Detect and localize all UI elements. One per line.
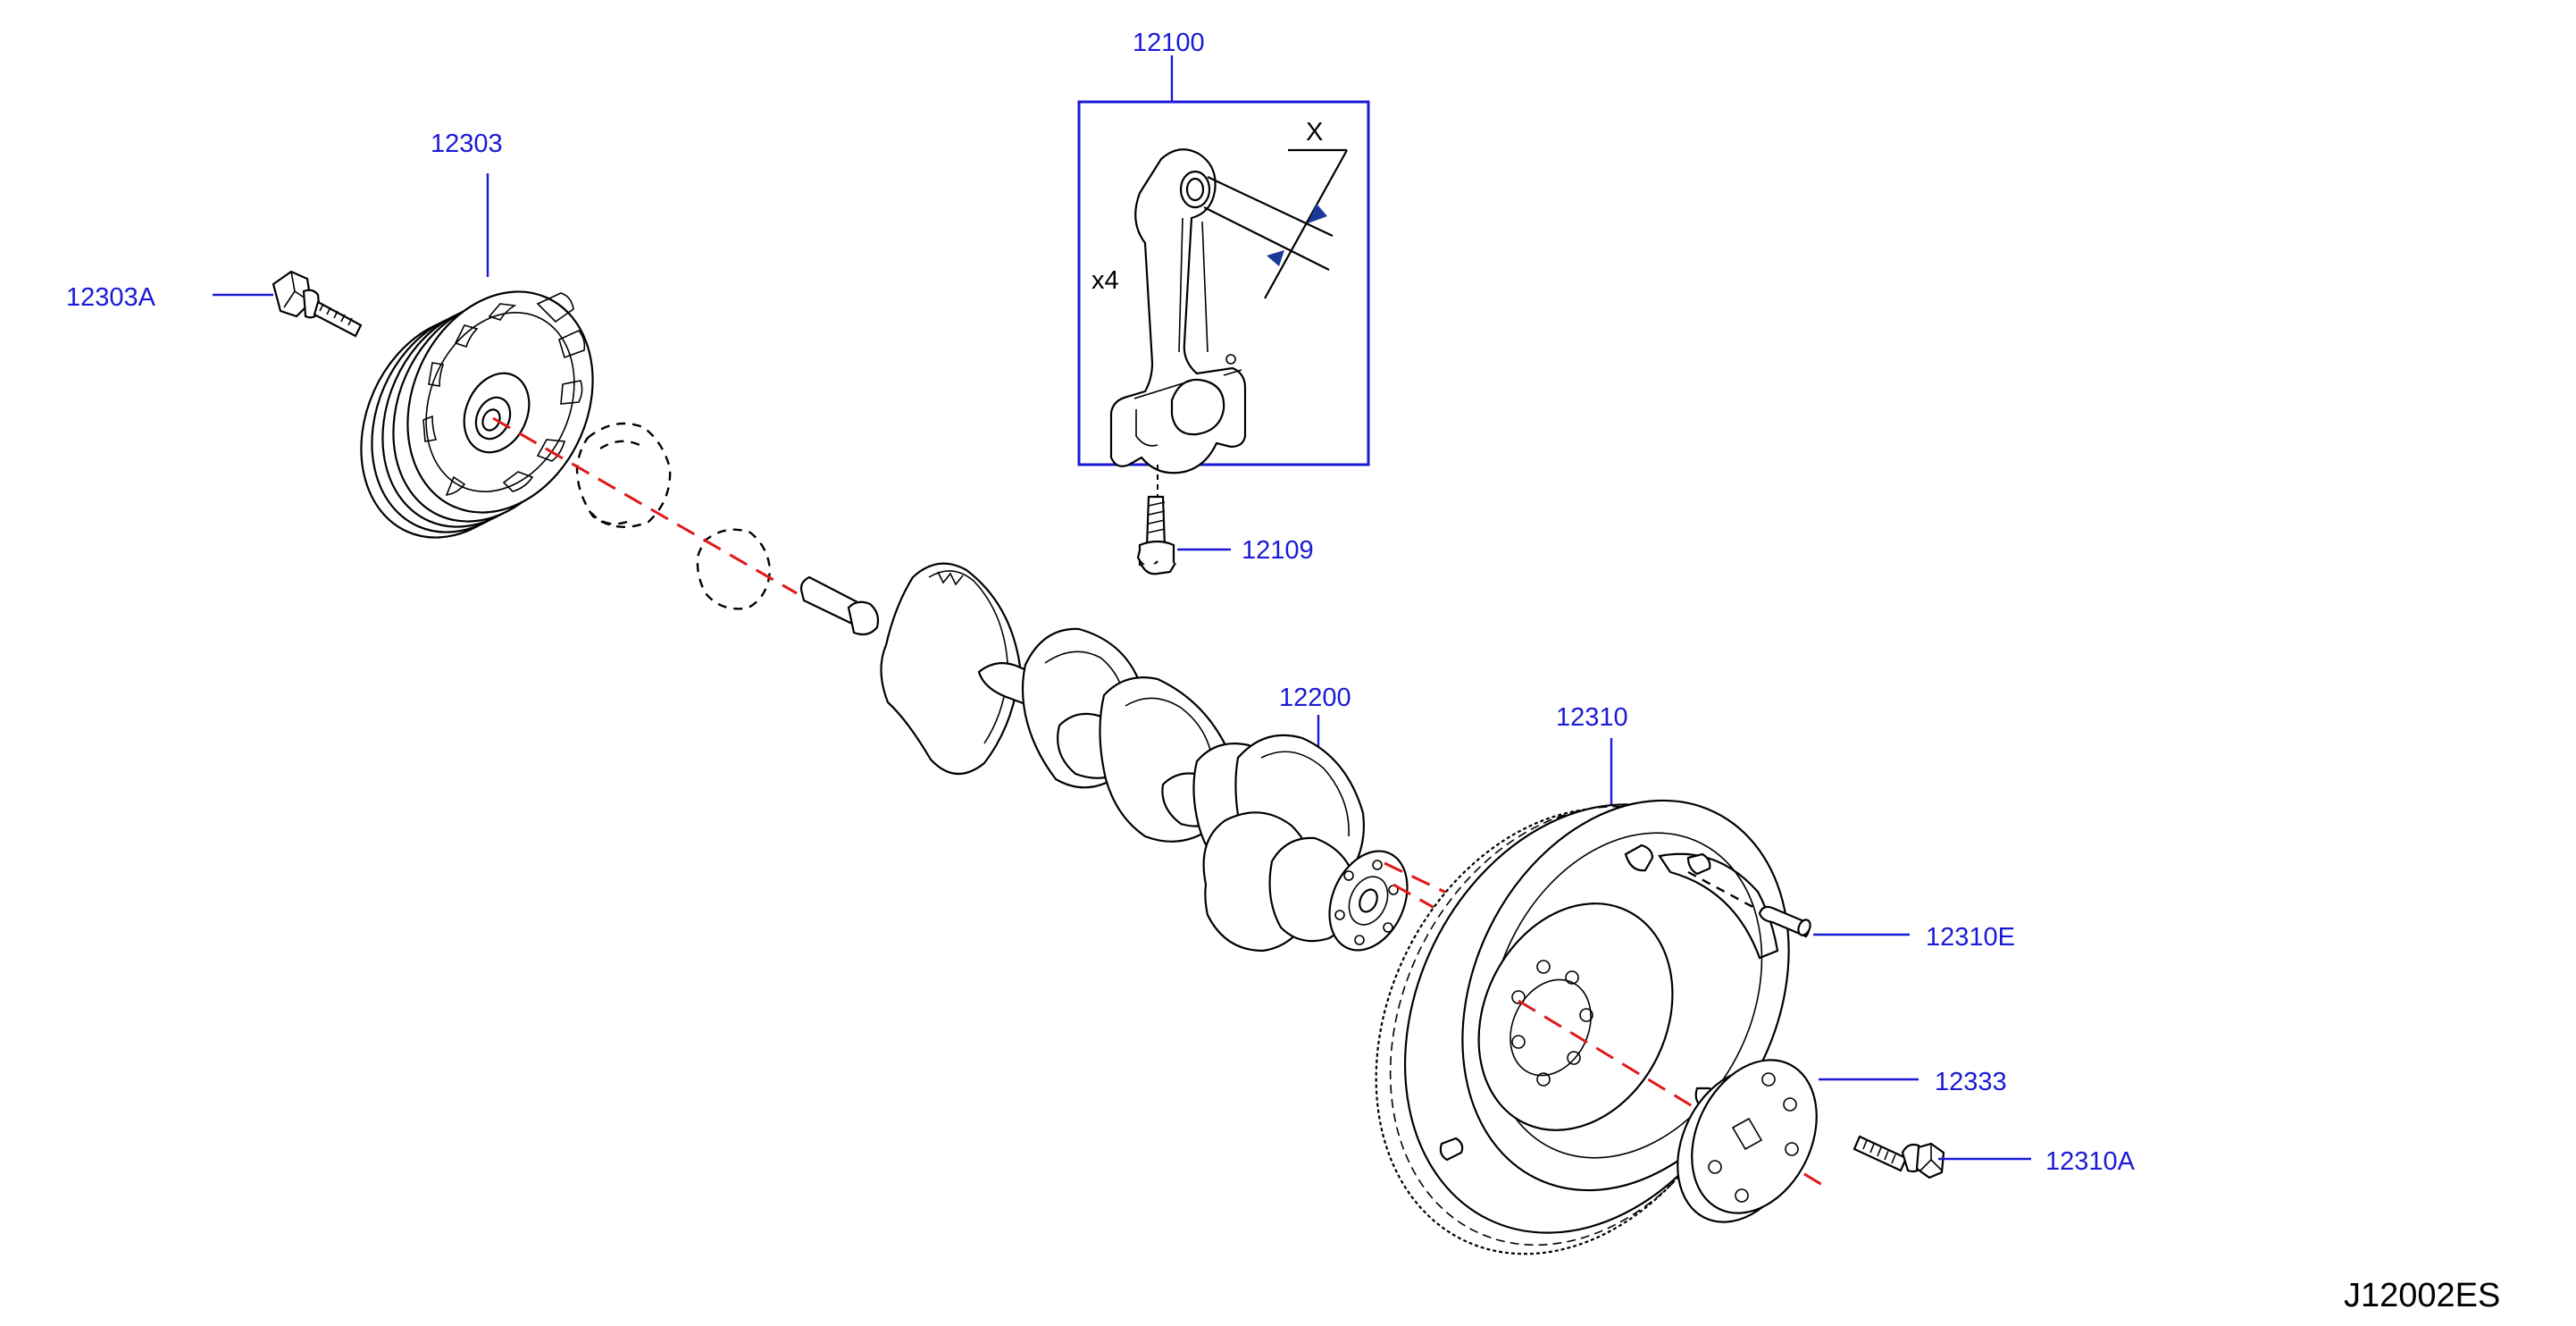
conrod-assembly-box xyxy=(1077,100,1370,466)
flywheel-centerline xyxy=(1393,883,1448,917)
quantity-label: x4 xyxy=(1091,266,1119,295)
pulley-bolt-icon xyxy=(272,270,363,338)
flywheel-pin-group: 12310E xyxy=(1758,905,2015,952)
connecting-rod-icon: X x4 xyxy=(1091,118,1348,474)
label-conrod-assembly: 12100 xyxy=(1133,29,1205,57)
label-crankshaft: 12200 xyxy=(1279,684,1351,712)
hidden-gear-icon xyxy=(696,528,772,610)
label-conrod-bolt: 12109 xyxy=(1242,536,1314,565)
crank-pulley-group: 12303 xyxy=(360,130,594,539)
dimension-arrow-icon xyxy=(1267,250,1284,266)
diagram-code: J12002ES xyxy=(2344,1277,2500,1314)
conrod-bolt-icon xyxy=(1136,495,1176,575)
dimension-marker: X xyxy=(1306,118,1323,147)
pin-axis xyxy=(1687,870,1759,911)
label-flywheel-plate: 12333 xyxy=(1935,1068,2007,1096)
conrod-assembly-group: 12100 X x4 xyxy=(1077,29,1370,500)
label-flywheel-bolt: 12310A xyxy=(2045,1147,2136,1176)
flywheel-plate-icon xyxy=(1677,1059,1818,1223)
crank-pulley-icon xyxy=(360,290,594,539)
conrod-bolt-group: 12109 xyxy=(1136,495,1314,575)
pulley-bolt-group: 12303A xyxy=(66,270,363,338)
flywheel-group: 12310 xyxy=(1375,703,1823,1255)
dimension-arrow-icon xyxy=(1308,204,1327,223)
pulley-centerline xyxy=(492,416,798,595)
flywheel-bolt-icon xyxy=(1853,1135,1945,1179)
crankshaft-group: 12200 xyxy=(799,562,1409,953)
flywheel-icon xyxy=(1375,799,1790,1255)
crankshaft-icon xyxy=(799,562,1409,953)
flywheel-pin-icon xyxy=(1758,905,1811,938)
flywheel-bolt-group: 12310A xyxy=(1853,1135,2136,1179)
label-flywheel: 12310 xyxy=(1556,703,1628,732)
flywheel-plate-group: 12333 xyxy=(1677,1059,2007,1223)
label-flywheel-pin: 12310E xyxy=(1926,923,2015,952)
label-pulley: 12303 xyxy=(431,130,503,158)
hidden-sprocket-icon xyxy=(575,422,672,528)
label-pulley-bolt: 12303A xyxy=(66,283,156,312)
